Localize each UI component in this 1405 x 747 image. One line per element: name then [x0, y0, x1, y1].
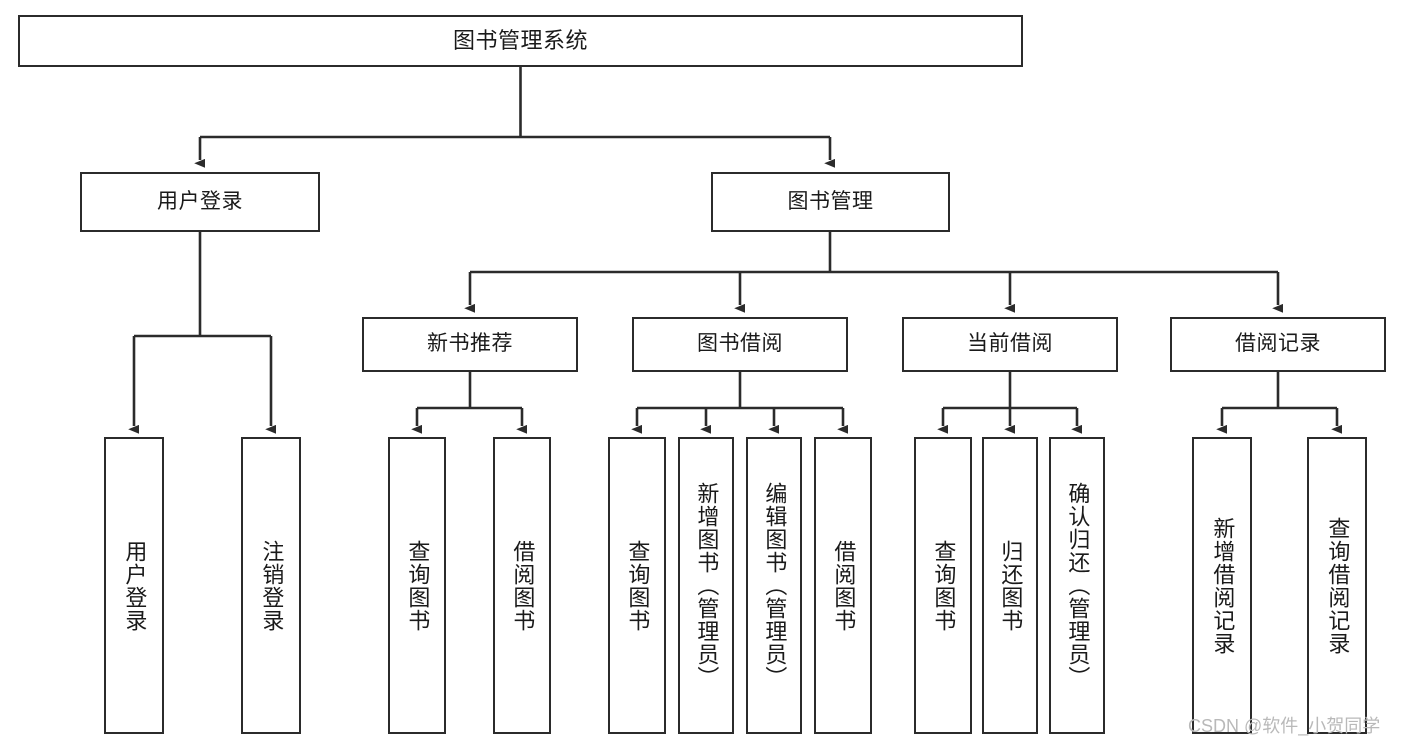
node-leaf-add-record[interactable]: 新增借阅记录: [1192, 437, 1252, 734]
node-leaf-query-record-label: 查询借阅记录: [1325, 516, 1351, 655]
node-borrow-record[interactable]: 借阅记录: [1170, 317, 1386, 372]
node-leaf-query-book-2-label: 查询图书: [625, 539, 651, 632]
node-leaf-borrow-book-1-label: 借阅图书: [510, 539, 536, 632]
node-new-book-recommend[interactable]: 新书推荐: [362, 317, 578, 372]
node-book-management-label: 图书管理: [787, 189, 874, 213]
node-leaf-confirm-return[interactable]: 确认归还（管理员）: [1049, 437, 1105, 734]
node-borrow-record-label: 借阅记录: [1235, 332, 1321, 356]
node-leaf-user-login-label: 用户登录: [122, 539, 148, 632]
node-leaf-borrow-book-1[interactable]: 借阅图书: [493, 437, 551, 734]
node-root-label: 图书管理系统: [452, 28, 588, 54]
node-current-borrow[interactable]: 当前借阅: [902, 317, 1118, 372]
node-leaf-confirm-return-label: 确认归还（管理员）: [1065, 482, 1091, 689]
node-leaf-query-book-3-label: 查询图书: [931, 539, 957, 632]
node-leaf-return-book[interactable]: 归还图书: [982, 437, 1038, 734]
node-book-borrow[interactable]: 图书借阅: [632, 317, 848, 372]
node-leaf-logout-login-label: 注销登录: [259, 539, 285, 632]
node-leaf-query-record[interactable]: 查询借阅记录: [1307, 437, 1367, 734]
node-book-borrow-label: 图书借阅: [697, 332, 783, 356]
node-leaf-add-book-label: 新增图书（管理员）: [694, 482, 720, 689]
node-leaf-edit-book-label: 编辑图书（管理员）: [762, 482, 788, 689]
node-leaf-borrow-book-2[interactable]: 借阅图书: [814, 437, 872, 734]
node-leaf-logout-login[interactable]: 注销登录: [241, 437, 301, 734]
node-current-borrow-label: 当前借阅: [967, 332, 1053, 356]
node-root[interactable]: 图书管理系统: [18, 15, 1023, 67]
node-user-login[interactable]: 用户登录: [80, 172, 320, 232]
node-leaf-add-book[interactable]: 新增图书（管理员）: [678, 437, 734, 734]
node-leaf-query-book-1-label: 查询图书: [405, 539, 431, 632]
node-leaf-query-book-2[interactable]: 查询图书: [608, 437, 666, 734]
node-leaf-borrow-book-2-label: 借阅图书: [831, 539, 857, 632]
csdn-watermark: CSDN @软件_小贺同学: [1188, 716, 1381, 736]
node-leaf-add-record-label: 新增借阅记录: [1210, 516, 1236, 655]
node-leaf-user-login[interactable]: 用户登录: [104, 437, 164, 734]
node-book-management[interactable]: 图书管理: [711, 172, 950, 232]
node-leaf-return-book-label: 归还图书: [998, 539, 1024, 632]
node-leaf-query-book-3[interactable]: 查询图书: [914, 437, 972, 734]
node-new-book-recommend-label: 新书推荐: [427, 332, 513, 356]
node-leaf-query-book-1[interactable]: 查询图书: [388, 437, 446, 734]
node-leaf-edit-book[interactable]: 编辑图书（管理员）: [746, 437, 802, 734]
node-user-login-label: 用户登录: [157, 189, 243, 213]
